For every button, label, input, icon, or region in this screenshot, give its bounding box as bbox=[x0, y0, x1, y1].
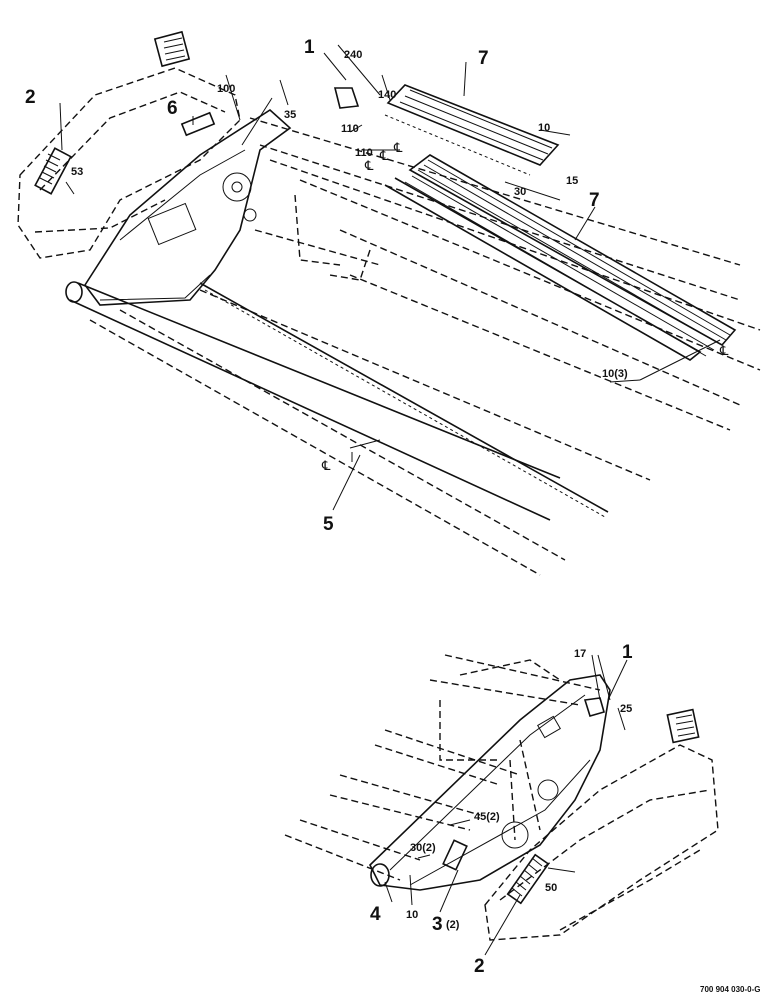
callout-5: 5 bbox=[323, 514, 334, 535]
dim-110-a: 110 bbox=[341, 123, 359, 135]
drawing-id: 700 904 030-0-G bbox=[700, 985, 761, 994]
right-drive-cap bbox=[666, 708, 700, 744]
callout-1-bottom: 1 bbox=[622, 642, 633, 663]
centerline-mark-1: ℄ bbox=[393, 141, 403, 156]
dim-17: 17 bbox=[574, 648, 586, 660]
callout-7-lower: 7 bbox=[589, 190, 600, 211]
callout-1-top: 1 bbox=[304, 37, 315, 58]
callout-4: 4 bbox=[370, 904, 381, 925]
bracket-1-top bbox=[333, 87, 360, 109]
dim-110-b: 110 bbox=[355, 147, 373, 159]
dim-240: 240 bbox=[344, 49, 362, 61]
right-side-panel bbox=[369, 674, 611, 891]
centerline-mark-4: ℄ bbox=[719, 344, 729, 359]
callout-6: 6 bbox=[167, 98, 178, 119]
decal-2-bottom bbox=[506, 853, 550, 905]
callout-7-upper: 7 bbox=[478, 48, 489, 69]
dim-10: 10 bbox=[538, 122, 550, 134]
right-end-shield bbox=[484, 744, 719, 941]
centerline-mark-2: ℄ bbox=[379, 149, 389, 164]
dim-30x2: 30(2) bbox=[410, 842, 436, 854]
dim-10: 10 bbox=[406, 909, 418, 921]
dim-15: 15 bbox=[566, 175, 578, 187]
callout-2-top: 2 bbox=[25, 87, 36, 108]
dim-35: 35 bbox=[284, 109, 296, 121]
left-side-panel bbox=[84, 108, 292, 306]
left-end-shield bbox=[17, 67, 241, 259]
dim-140: 140 bbox=[378, 89, 396, 101]
dim-53: 53 bbox=[71, 166, 83, 178]
wear-strip-upper bbox=[384, 84, 560, 176]
roller-tube bbox=[69, 282, 561, 521]
decal-3 bbox=[442, 839, 468, 871]
dim-25: 25 bbox=[620, 703, 632, 715]
cutter-bar bbox=[199, 282, 609, 513]
dim-50: 50 bbox=[545, 882, 557, 894]
bracket-1-bottom bbox=[583, 697, 605, 717]
left-drive-cap bbox=[153, 30, 191, 68]
dim-100: 100 bbox=[217, 83, 235, 95]
dim-30: 30 bbox=[514, 186, 526, 198]
decal-6 bbox=[180, 111, 216, 137]
dim-45x2: 45(2) bbox=[474, 811, 500, 823]
top-view: 1 2 6 7 7 5 240 140 100 35 53 110 110 10… bbox=[17, 30, 761, 576]
callout-3-qty: (2) bbox=[446, 919, 460, 931]
centerline-mark-5: ℄ bbox=[321, 459, 331, 474]
centerline-mark-3: ℄ bbox=[364, 159, 374, 174]
bottom-view: 1 2 3 (2) 4 17 25 45(2) 30(2) 10 50 bbox=[284, 642, 719, 977]
callout-2-bottom: 2 bbox=[474, 956, 485, 977]
callout-3: 3 bbox=[432, 914, 443, 935]
wear-strip-long bbox=[384, 154, 737, 381]
dim-10x3: 10(3) bbox=[602, 368, 628, 380]
